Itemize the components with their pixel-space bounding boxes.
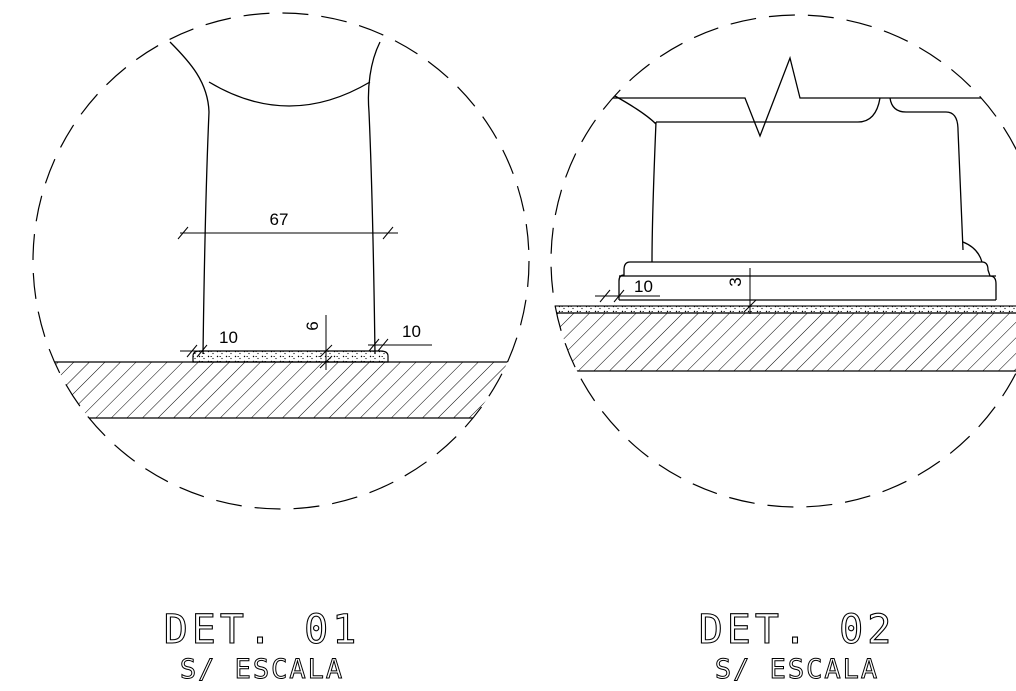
detail-01-title: DET. 01 <box>164 607 361 653</box>
detail-02-scale: S/ ESCALA <box>715 654 879 685</box>
ground-hatch <box>33 362 529 418</box>
dim-margin-label: 10 <box>634 277 653 296</box>
dim-thickness-label: 6 <box>303 321 322 330</box>
body-left-edge <box>651 121 657 263</box>
detail-01-callout-circle <box>32 12 530 510</box>
detail-02-title: DET. 02 <box>699 607 896 653</box>
body-right-edge <box>889 97 964 251</box>
dim-right-margin-label: 10 <box>402 322 421 341</box>
top-plate-break <box>610 55 1016 138</box>
post-top-curve <box>208 81 371 107</box>
dim-thickness-label-2: 3 <box>726 277 745 286</box>
dim-left-margin-label: 10 <box>219 328 238 347</box>
base-pad <box>192 350 389 363</box>
detail-02-callout-circle <box>550 14 1016 508</box>
base-steps <box>630 261 997 300</box>
base-layer <box>551 305 1016 314</box>
detail-01-scale: S/ ESCALA <box>180 654 344 685</box>
detail-01: 67 10 10 6 <box>32 12 530 510</box>
detail-02-section <box>551 55 1016 372</box>
post-left-edge <box>169 41 210 355</box>
detail-02: 10 3 <box>550 14 1016 508</box>
dim-width-label: 67 <box>270 210 289 229</box>
detail-01-section <box>33 41 529 419</box>
post-right-edge <box>367 41 381 355</box>
ground-hatch-2 <box>551 313 1016 371</box>
